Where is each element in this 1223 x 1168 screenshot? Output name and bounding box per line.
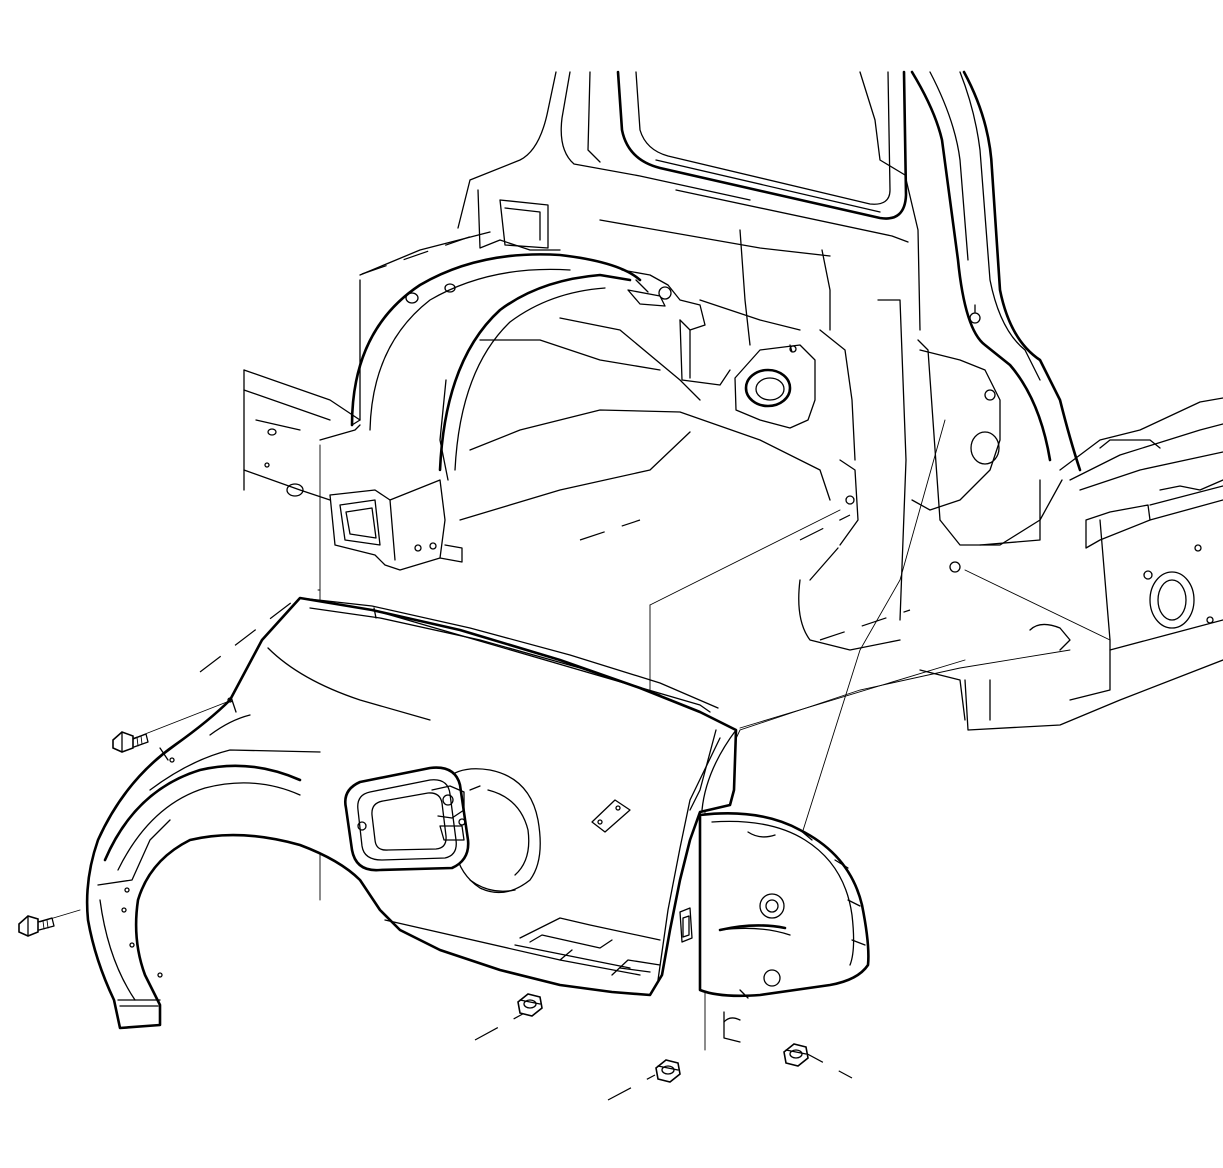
nut: [517, 993, 543, 1017]
bolt: [112, 731, 149, 753]
body-side-inner-structure: [243, 70, 1223, 731]
bolt: [18, 915, 55, 937]
nut: [783, 1043, 809, 1067]
fuel-filler-door-housing: [344, 766, 541, 894]
nut: [655, 1059, 681, 1083]
wheel-opening-liner: [698, 812, 870, 1043]
rear-end-panel: [919, 397, 1223, 731]
